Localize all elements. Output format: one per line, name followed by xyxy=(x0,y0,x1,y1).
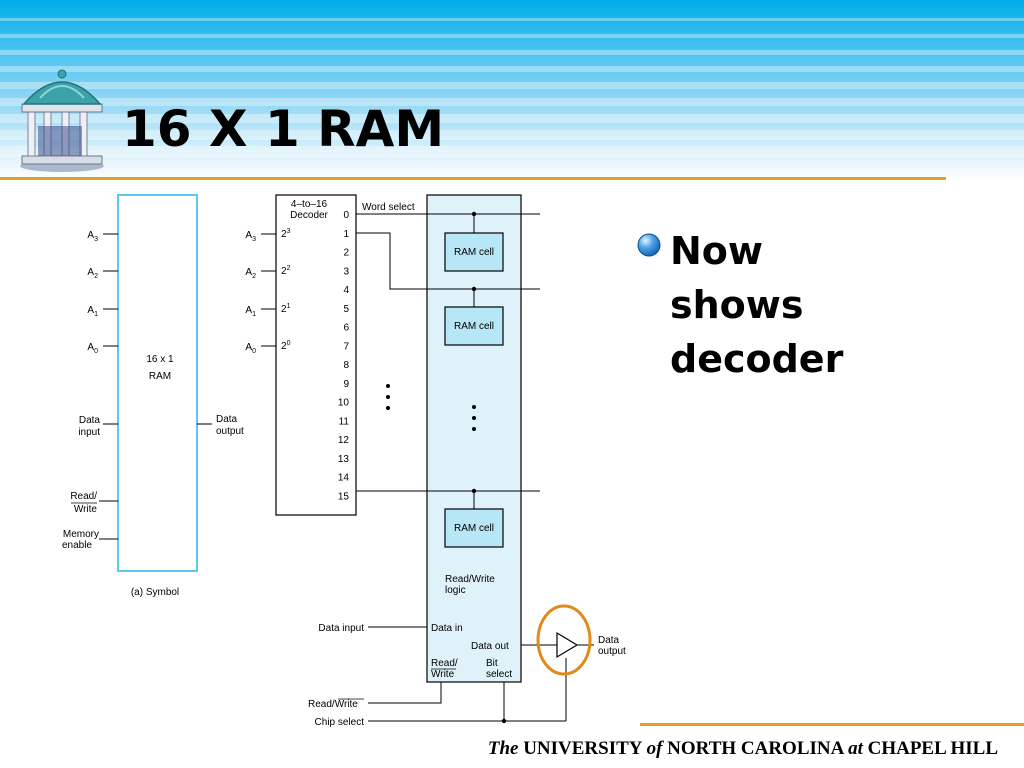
decoder-input-weight: 22 xyxy=(281,265,291,277)
symbol-memory-enable-label: enable xyxy=(62,540,92,551)
decoder-output-label: 12 xyxy=(338,435,350,446)
symbol-block xyxy=(117,194,198,572)
symbol-address-label: A2 xyxy=(87,267,98,280)
decoder-address-label: A0 xyxy=(245,342,256,355)
symbol-caption: (a) Symbol xyxy=(131,587,179,598)
decoder-output-label: 7 xyxy=(343,341,349,352)
ellipsis-dot xyxy=(472,416,476,420)
decoder-address-label: A1 xyxy=(245,305,256,318)
page-title: 16 X 1 RAM xyxy=(122,100,445,158)
highlight-circle xyxy=(536,604,592,676)
ellipsis-dot xyxy=(386,395,390,399)
ram-diagram: 16 x 1 RAM A3 A2 A1 A0 Data input Read/ … xyxy=(62,194,626,728)
decoder-output-label: 13 xyxy=(338,454,350,465)
decoder-block xyxy=(275,194,357,516)
decoder-output-label: 6 xyxy=(343,323,349,334)
symbol-read-write-label: Read/ xyxy=(70,491,97,502)
decoder-output-label: 5 xyxy=(343,304,349,315)
external-data-input-label: Data input xyxy=(318,623,364,634)
ram-cell-label: RAM cell xyxy=(454,321,494,332)
symbol-data-input-label: input xyxy=(78,427,100,438)
header-banner xyxy=(0,0,1024,180)
decoder-input-weight: 23 xyxy=(281,228,291,240)
ram-cell xyxy=(444,508,504,548)
decoder-output-label: 2 xyxy=(343,248,349,259)
symbol-address-label: A1 xyxy=(87,305,98,318)
ellipsis-dot xyxy=(386,406,390,410)
ram-cell xyxy=(444,232,504,272)
decoder-title: 4–to–16 xyxy=(291,199,328,210)
symbol-data-output-label: output xyxy=(216,426,244,437)
ellipsis-dot xyxy=(472,427,476,431)
external-data-output-label: output xyxy=(598,646,626,657)
ram-cell xyxy=(444,306,504,346)
bullet-text: Now shows decoder xyxy=(670,229,844,381)
symbol-data-output-label: Data xyxy=(216,414,238,425)
decoder-address-label: A2 xyxy=(245,267,256,280)
external-data-output-label: Data xyxy=(598,635,620,646)
data-in-port-label: Data in xyxy=(431,623,463,634)
symbol-data-input-label: Data xyxy=(79,415,101,426)
rw-port-label: Write xyxy=(431,669,455,680)
rw-logic-label: logic xyxy=(445,585,466,596)
decoder-output-label: 1 xyxy=(343,229,349,240)
external-read-write-label: Read/Write xyxy=(308,699,358,710)
tristate-buffer xyxy=(556,631,579,659)
bullet-icon xyxy=(637,233,661,257)
ellipsis-dot xyxy=(472,405,476,409)
word-select-label: Word select xyxy=(362,202,415,213)
decoder-input-weight: 21 xyxy=(281,303,291,315)
data-out-port-label: Data out xyxy=(471,641,509,652)
rw-port-label: Read/ xyxy=(431,658,458,669)
decoder-output-label: 0 xyxy=(343,210,349,221)
decoder-output-label: 3 xyxy=(343,266,349,277)
symbol-address-label: A3 xyxy=(87,230,98,243)
rw-logic-label: Read/Write xyxy=(445,574,495,585)
external-chip-select-label: Chip select xyxy=(315,717,365,728)
decoder-output-label: 10 xyxy=(338,398,350,409)
footer-divider xyxy=(640,723,1024,726)
decoder-input-weight: 20 xyxy=(281,340,291,352)
decoder-output-label: 14 xyxy=(338,473,350,484)
decoder-output-label: 9 xyxy=(343,379,349,390)
ellipsis-dot xyxy=(386,384,390,388)
ram-cell-label: RAM cell xyxy=(454,523,494,534)
symbol-read-write-label: Write xyxy=(74,504,98,515)
bit-select-label: Bit xyxy=(486,658,498,669)
symbol-address-label: A0 xyxy=(87,342,98,355)
ram-cell-label: RAM cell xyxy=(454,247,494,258)
bit-select-label: select xyxy=(486,669,512,680)
decoder-address-label: A3 xyxy=(245,230,256,243)
decoder-title: Decoder xyxy=(290,210,328,221)
cell-array-block xyxy=(426,194,522,683)
old-well-icon xyxy=(20,69,104,172)
decoder-output-label: 4 xyxy=(343,285,349,296)
symbol-memory-enable-label: Memory xyxy=(63,529,99,540)
decoder-output-label: 11 xyxy=(339,416,350,427)
footer-institution: The UNIVERSITY of NORTH CAROLINA at CHAP… xyxy=(487,738,998,759)
symbol-block-label: RAM xyxy=(149,371,171,382)
symbol-block-label: 16 x 1 xyxy=(146,354,174,365)
decoder-output-label: 8 xyxy=(343,360,349,371)
decoder-output-label: 15 xyxy=(338,491,350,502)
title-divider xyxy=(0,177,946,180)
